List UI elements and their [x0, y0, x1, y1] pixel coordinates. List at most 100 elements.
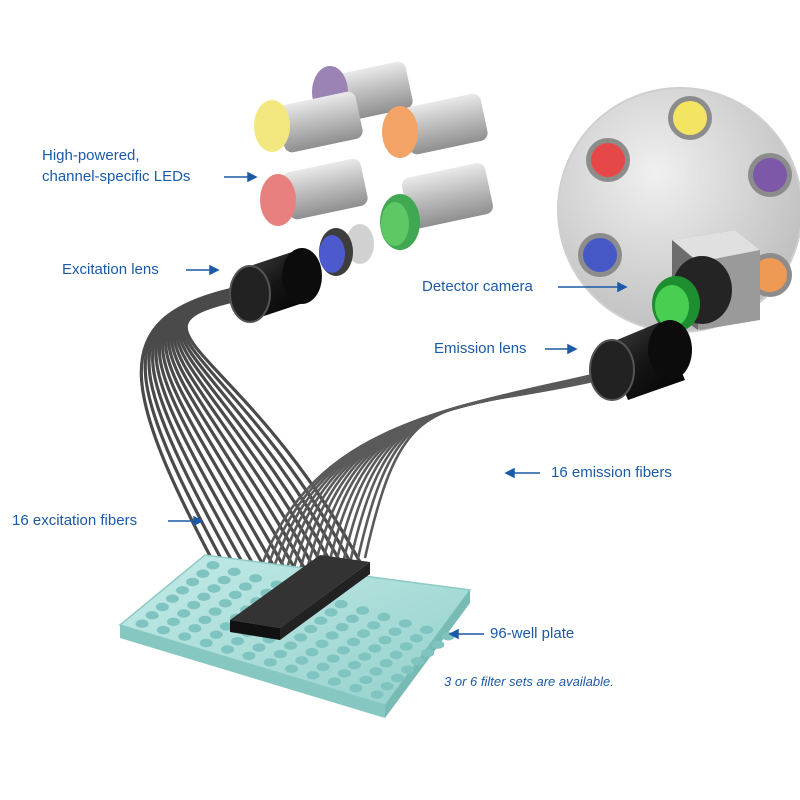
plate-well — [178, 632, 192, 641]
detector-camera-label: Detector camera — [422, 278, 533, 295]
detector-camera-body — [652, 230, 760, 332]
callout-arrows — [168, 171, 628, 640]
plate-well — [389, 650, 403, 660]
plate-well — [316, 662, 330, 672]
plate-well — [370, 690, 384, 699]
plate-well — [379, 659, 393, 668]
plate-well — [306, 671, 320, 680]
plate-well — [249, 574, 263, 583]
fiber-connector-block — [230, 555, 370, 640]
excitation-fibers-label: 16 excitation fibers — [12, 512, 138, 529]
plate-well — [347, 637, 360, 647]
plate-well — [324, 608, 338, 617]
plate-well — [401, 665, 414, 674]
plate-well — [199, 638, 213, 648]
plate-well — [206, 561, 220, 570]
plate-well — [399, 642, 413, 651]
plate-well — [295, 656, 309, 665]
led-orange — [382, 93, 488, 158]
plate-well — [285, 664, 299, 673]
plate-well — [336, 646, 350, 655]
excitation-lens-label: Excitation lens — [62, 261, 159, 278]
leds-label-line1: High-powered, — [42, 147, 140, 164]
plate-well — [221, 645, 234, 654]
plate-well — [420, 625, 434, 635]
plate-well — [378, 635, 392, 645]
plate-well — [431, 640, 445, 649]
plate-well — [197, 592, 211, 601]
plate-well — [284, 641, 297, 650]
plate-well — [349, 684, 363, 693]
plate-well — [338, 669, 351, 678]
plate-well — [358, 652, 372, 661]
plate-well — [421, 648, 435, 658]
plate-well — [196, 569, 210, 578]
led-yellow — [254, 91, 363, 153]
plate-well — [380, 682, 394, 691]
plate-well — [176, 586, 189, 595]
plate-well — [390, 673, 404, 683]
plate-well — [334, 599, 348, 609]
plate-well — [345, 614, 359, 623]
plate-well — [177, 609, 191, 618]
plate-well — [218, 599, 232, 608]
led-array — [254, 61, 493, 276]
plate-well — [326, 654, 340, 663]
plate-well — [228, 590, 242, 600]
plate-well — [263, 658, 277, 667]
emission-fibers-label: 16 emission fibers — [551, 464, 672, 481]
filter-sets-note: 3 or 6 filter sets are available. — [444, 674, 614, 689]
blue-filter — [319, 224, 374, 276]
plate-well — [156, 625, 170, 635]
plate-well — [135, 619, 149, 628]
emission-lens-body — [589, 320, 692, 401]
excitation-fiber — [184, 296, 362, 563]
plate-well — [315, 639, 329, 648]
plate-well — [410, 634, 423, 643]
plate-well — [356, 606, 369, 615]
plate-well — [231, 637, 245, 646]
plate-well — [294, 633, 308, 642]
plate-well — [209, 630, 223, 639]
emission-lens-label: Emission lens — [434, 340, 527, 357]
plate-well — [165, 594, 179, 603]
leds-label-line2: channel-specific LEDs — [42, 168, 191, 185]
plate-well — [227, 567, 241, 576]
plate-well — [369, 667, 383, 676]
plate-well — [239, 582, 252, 591]
plate-well — [305, 648, 319, 657]
plate-well — [359, 675, 373, 685]
led-green — [380, 163, 493, 250]
plate-well — [348, 660, 362, 670]
plate-well — [217, 575, 231, 585]
plate-well — [304, 624, 318, 634]
plate-well — [219, 622, 233, 631]
plate-well — [198, 615, 212, 625]
plate-well — [327, 677, 341, 686]
plate-well — [155, 602, 169, 612]
plate-well — [188, 624, 202, 633]
emission-fiber — [363, 376, 607, 559]
plate-well — [314, 616, 328, 625]
well-plate-label: 96-well plate — [490, 625, 575, 642]
plate-well — [357, 629, 371, 638]
plate-well — [187, 600, 201, 610]
plate-well — [242, 651, 256, 661]
plate-well — [335, 623, 349, 632]
plate-well — [207, 584, 221, 593]
led-red — [260, 158, 368, 226]
plate-well — [367, 621, 381, 630]
excitation-lens-body — [229, 248, 322, 323]
plate-well — [252, 643, 266, 652]
plate-well — [411, 657, 425, 666]
plate-well — [368, 644, 382, 653]
plate-well — [208, 607, 222, 616]
plate-well — [377, 612, 391, 622]
plate-well — [388, 627, 402, 636]
plate-well — [325, 631, 339, 640]
fiber-bundles — [139, 286, 607, 613]
plate-well — [273, 649, 287, 659]
plate-well — [167, 617, 180, 626]
